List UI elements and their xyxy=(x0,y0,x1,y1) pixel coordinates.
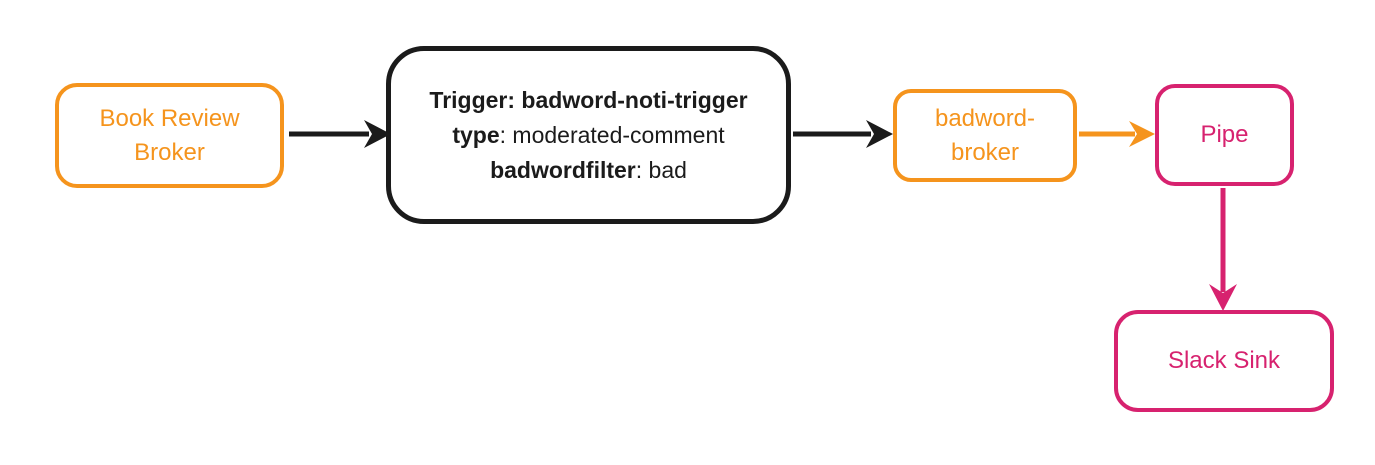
edge-trigger-to-badword-broker xyxy=(793,120,893,148)
trigger-name-text: Trigger: badword-noti-trigger xyxy=(429,86,748,113)
node-book-review-broker-label: Book Review Broker xyxy=(99,105,240,166)
trigger-line-2: type: moderated-comment xyxy=(452,118,724,153)
edge-pipe-to-slack-sink xyxy=(1209,188,1237,311)
trigger-type-key: type xyxy=(452,121,500,148)
edge-broker-to-trigger xyxy=(289,120,391,148)
trigger-line-3: badwordfilter: bad xyxy=(490,153,687,188)
node-book-review-broker: Book Review Broker xyxy=(55,83,284,188)
node-badword-broker: badword-broker xyxy=(893,89,1077,182)
node-pipe-label: Pipe xyxy=(1200,121,1249,149)
node-slack-sink-label: Slack Sink xyxy=(1167,347,1281,375)
trigger-line-1: Trigger: badword-noti-trigger xyxy=(429,83,747,118)
node-badword-broker-label: badword-broker xyxy=(934,105,1036,166)
trigger-filter-key: badwordfilter xyxy=(490,156,636,183)
trigger-type-value: : moderated-comment xyxy=(499,121,725,148)
edge-badword-broker-to-pipe xyxy=(1079,121,1155,147)
node-trigger: Trigger: badword-noti-trigger type: mode… xyxy=(386,46,791,224)
trigger-filter-value: : bad xyxy=(635,156,687,183)
node-slack-sink: Slack Sink xyxy=(1114,310,1334,412)
node-pipe: Pipe xyxy=(1155,84,1294,186)
